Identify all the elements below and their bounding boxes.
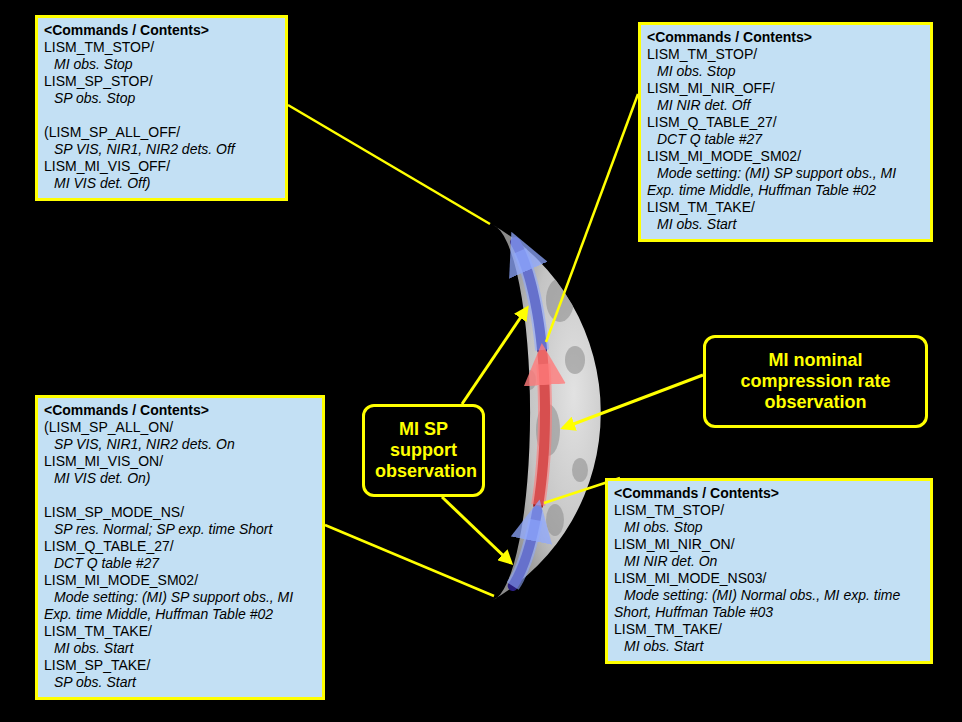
box-heading: <Commands / Contents> bbox=[647, 29, 924, 46]
command-box: <Commands / Contents>LISM_TM_STOP/MI obs… bbox=[35, 15, 288, 201]
command-content: SP obs. Start bbox=[44, 674, 316, 691]
leader-line bbox=[546, 94, 638, 342]
moon-crescent bbox=[493, 225, 601, 600]
pointer-arrow bbox=[462, 308, 527, 404]
callout-text: MI SP support observation bbox=[375, 419, 472, 482]
lower-blue-arc-arrow bbox=[513, 520, 536, 586]
command-content: DCT Q table #27 bbox=[647, 131, 924, 148]
red-arc bbox=[538, 355, 545, 505]
command-content: DCT Q table #27 bbox=[44, 555, 316, 572]
command-name: LISM_TM_STOP/ bbox=[614, 502, 924, 519]
lower-blue-arc bbox=[513, 511, 538, 586]
command-content: MI VIS det. Off) bbox=[44, 175, 279, 192]
command-content: SP obs. Stop bbox=[44, 90, 279, 107]
command-name: LISM_TM_STOP/ bbox=[44, 39, 279, 56]
command-name: LISM_SP_MODE_NS/ bbox=[44, 504, 316, 521]
command-name: LISM_MI_MODE_SM02/ bbox=[44, 572, 316, 589]
command-name: LISM_TM_TAKE/ bbox=[647, 199, 924, 216]
callout-text: MI nominal compression rate observation bbox=[716, 350, 915, 413]
callout-box: MI nominal compression rate observation bbox=[703, 335, 928, 428]
command-content: MI obs. Start bbox=[44, 640, 316, 657]
command-name: LISM_SP_TAKE/ bbox=[44, 657, 316, 674]
command-content: SP VIS, NIR1, NIR2 dets. Off bbox=[44, 141, 279, 158]
leader-line bbox=[325, 525, 494, 596]
red-arc-arrow bbox=[538, 364, 545, 505]
command-box: <Commands / Contents>(LISM_SP_ALL_ON/SP … bbox=[35, 395, 325, 700]
upper-blue-arc-arrow bbox=[520, 251, 542, 350]
command-content: Mode setting: (MI) Normal obs., MI exp. … bbox=[614, 587, 924, 621]
command-name: LISM_MI_NIR_OFF/ bbox=[647, 80, 924, 97]
command-name: LISM_MI_VIS_OFF/ bbox=[44, 158, 279, 175]
command-content: Mode setting: (MI) SP support obs., MI E… bbox=[647, 165, 924, 199]
command-box: <Commands / Contents>LISM_TM_STOP/MI obs… bbox=[605, 478, 933, 664]
command-content: MI NIR det. Off bbox=[647, 97, 924, 114]
command-name: LISM_Q_TABLE_27/ bbox=[647, 114, 924, 131]
box-heading: <Commands / Contents> bbox=[614, 485, 924, 502]
callout-box: MI SP support observation bbox=[362, 404, 485, 497]
command-content: MI NIR det. On bbox=[614, 553, 924, 570]
command-content: MI obs. Start bbox=[614, 638, 924, 655]
command-box: <Commands / Contents>LISM_TM_STOP/MI obs… bbox=[638, 22, 933, 242]
command-name: LISM_TM_TAKE/ bbox=[614, 621, 924, 638]
command-content: MI VIS det. On) bbox=[44, 470, 316, 487]
command-name: LISM_TM_TAKE/ bbox=[44, 623, 316, 640]
command-content: MI obs. Stop bbox=[44, 56, 279, 73]
command-name: LISM_MI_MODE_NS03/ bbox=[614, 570, 924, 587]
command-content: MI obs. Stop bbox=[647, 63, 924, 80]
command-name: LISM_MI_MODE_SM02/ bbox=[647, 148, 924, 165]
command-name: (LISM_SP_ALL_ON/ bbox=[44, 419, 316, 436]
pointer-arrow bbox=[442, 497, 511, 563]
command-content: SP res. Normal; SP exp. time Short bbox=[44, 521, 316, 538]
pointer-arrow bbox=[563, 375, 703, 428]
box-heading: <Commands / Contents> bbox=[44, 22, 279, 39]
command-name: (LISM_SP_ALL_OFF/ bbox=[44, 124, 279, 141]
command-name: LISM_MI_NIR_ON/ bbox=[614, 536, 924, 553]
command-content: SP VIS, NIR1, NIR2 dets. On bbox=[44, 436, 316, 453]
command-name: LISM_SP_STOP/ bbox=[44, 73, 279, 90]
command-name: LISM_Q_TABLE_27/ bbox=[44, 538, 316, 555]
command-name: LISM_TM_STOP/ bbox=[647, 46, 924, 63]
leader-line bbox=[288, 105, 490, 224]
command-content: Mode setting: (MI) SP support obs., MI E… bbox=[44, 589, 316, 623]
command-content: MI obs. Start bbox=[647, 216, 924, 233]
command-name: LISM_MI_VIS_ON/ bbox=[44, 453, 316, 470]
command-content: MI obs. Stop bbox=[614, 519, 924, 536]
upper-blue-arc bbox=[515, 242, 542, 350]
orbit-arcs bbox=[513, 242, 545, 586]
box-heading: <Commands / Contents> bbox=[44, 402, 316, 419]
